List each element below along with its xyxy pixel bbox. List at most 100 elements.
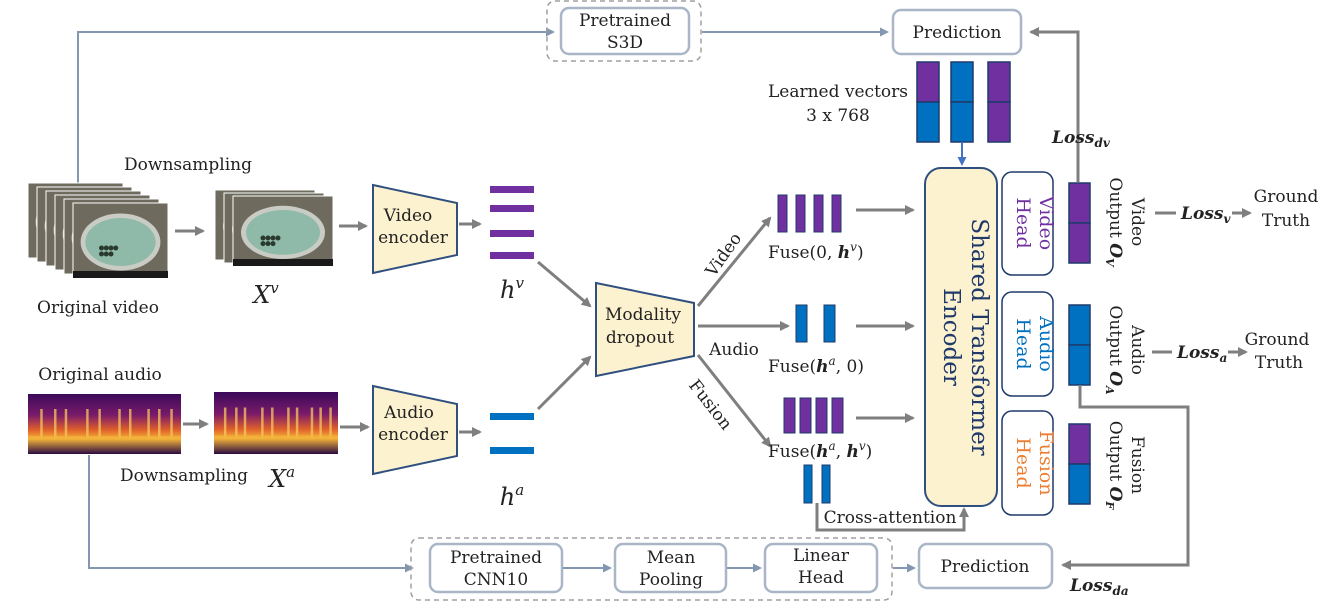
downsampled-spectrogram-streak (243, 407, 247, 439)
downsampling-top-label: Downsampling (124, 155, 252, 175)
loss-da-path: Lossda (1061, 385, 1190, 598)
audio-spectrogram-streak (40, 409, 43, 439)
original-video-label: Original video (37, 298, 159, 318)
mean-pooling-line2: Pooling (639, 570, 703, 590)
downsampled-spectrogram-streak (271, 407, 274, 439)
audio-spectrogram-streak (98, 409, 101, 439)
branch-fusion-label: Fusion (684, 376, 736, 434)
xv-label: Xv (251, 279, 279, 309)
audio-spectrogram-band (28, 436, 181, 439)
fuse-fusion-audio-bar-1 (803, 464, 813, 504)
original-audio: Original audio (28, 365, 181, 454)
downsampled-spectrogram-streak (319, 407, 322, 439)
audio-output-line1: Audio (1127, 324, 1147, 375)
learned-vector-3-top (987, 61, 1011, 103)
hv-bar-4 (490, 252, 534, 259)
ground-truth-1-line1: Ground (1254, 187, 1319, 207)
hv-bar-1 (490, 186, 534, 193)
downsampled-spectrogram-streak (223, 407, 227, 439)
audio-spectrogram-streak (118, 409, 121, 439)
modality-dropout-line2: dropout (606, 328, 674, 348)
video-head-line2: Head (1012, 197, 1034, 248)
cnn10-pathway: Pretrained CNN10 Mean Pooling Linear Hea… (88, 455, 1054, 601)
cross-attention-path: Cross-attention (815, 503, 969, 532)
fuse-video-bar-2 (795, 194, 806, 233)
ha-bar-2 (490, 447, 534, 454)
downsampled-audio (214, 392, 338, 454)
hv-label: hv (500, 274, 524, 304)
audio-head-line1: Audio (1035, 315, 1057, 372)
fuse-video-bar-4 (831, 194, 842, 233)
ha-bar-1 (490, 413, 534, 420)
pretrained-s3d-line2: S3D (607, 33, 643, 53)
video-output-label: Output OV (1103, 177, 1125, 268)
hv-bar-2 (490, 205, 534, 212)
linear-head-box (763, 542, 879, 594)
audio-output: Audio Output OA (1068, 304, 1147, 395)
pretrained-s3d-box (559, 6, 691, 56)
fuse-audio-bar-2 (823, 304, 836, 343)
ha-features (490, 413, 534, 454)
audio-head-line2: Head (1012, 318, 1034, 369)
loss-da-label: Lossda (1069, 576, 1129, 598)
fusion-output-top (1068, 423, 1091, 465)
audio-spectrogram-streak (158, 409, 161, 439)
downsampling-bottom-label: Downsampling (120, 466, 248, 486)
encoder-line2: Encoder (938, 288, 964, 386)
fuse-audio: Fuse(ha, 0) (768, 304, 864, 377)
s3d-pathway: Pretrained S3D Prediction (77, 0, 1023, 185)
original-video-frame (72, 202, 169, 279)
fuse-video-label: Fuse(0, hv) (768, 240, 864, 263)
top-prediction-label: Prediction (913, 23, 1002, 43)
fuse-audio-bar-1 (795, 304, 808, 343)
audio-spectrogram-streak (147, 409, 150, 439)
learned-vector-3-bottom (987, 101, 1011, 143)
cnn10-dashed-group (410, 537, 893, 601)
loss-a-label: Lossa (1176, 343, 1227, 365)
learned-vector-2-top (950, 61, 974, 103)
loss-a: Lossa Ground Truth (1152, 330, 1309, 373)
video-output-line1: Video (1127, 197, 1147, 247)
fusion-head: Fusion Head (1001, 410, 1057, 516)
linear-head-line1: Linear (793, 546, 850, 566)
audio-spectrogram-streak (170, 409, 173, 439)
ground-truth-2-line1: Ground (1245, 330, 1310, 350)
fuse-video-bar-3 (813, 194, 824, 233)
loss-v-label: Lossv (1180, 204, 1231, 226)
pretrained-cnn10-line1: Pretrained (450, 548, 542, 568)
shared-transformer-encoder: Shared Transformer Encoder (924, 167, 998, 507)
audio-output-label: Output OA (1103, 305, 1125, 395)
video-output: Video Output OV (1068, 177, 1147, 268)
ground-truth-1-line2: Truth (1262, 211, 1310, 231)
fusion-output-label: Output OF (1103, 421, 1125, 511)
fuse-fusion-bar-2 (799, 397, 812, 434)
s3d-dashed-group (546, 0, 702, 62)
pretrained-cnn10-line2: CNN10 (464, 570, 528, 590)
video-head-line1: Video (1035, 195, 1057, 250)
mean-pooling-box (613, 542, 728, 594)
learned-vectors: Learned vectors 3 x 768 (768, 61, 1011, 166)
fuse-fusion-audio-bar-2 (821, 464, 831, 504)
audio-spectrogram-streak (64, 409, 68, 439)
ground-truth-2-line2: Truth (1255, 353, 1303, 373)
audio-encoder: Audio encoder (372, 384, 458, 476)
downsampled-video (214, 189, 334, 267)
fusion-head-line1: Fusion (1035, 431, 1057, 496)
audio-spectrogram-streak (86, 409, 89, 439)
video-output-bottom (1068, 222, 1091, 264)
audio-output-top (1068, 304, 1091, 346)
modality-dropout: Modality dropout (595, 281, 695, 378)
modality-dropout-line1: Modality (605, 305, 681, 325)
fusion-head-line2: Head (1012, 437, 1034, 488)
learned-vectors-line2: 3 x 768 (806, 106, 870, 126)
fuse-fusion-label: Fuse(ha, hv) (768, 439, 872, 462)
audio-encoder-line1: Audio (383, 403, 434, 423)
downsampled-video-frame (232, 195, 334, 267)
audio-output-bottom (1068, 344, 1091, 386)
pretrained-s3d-line1: Pretrained (579, 11, 671, 31)
video-encoder-line2: encoder (378, 228, 449, 248)
fuse-video-bar-1 (777, 194, 788, 233)
original-video: Original video (27, 182, 169, 318)
loss-v: Lossv Ground Truth (1155, 187, 1318, 231)
